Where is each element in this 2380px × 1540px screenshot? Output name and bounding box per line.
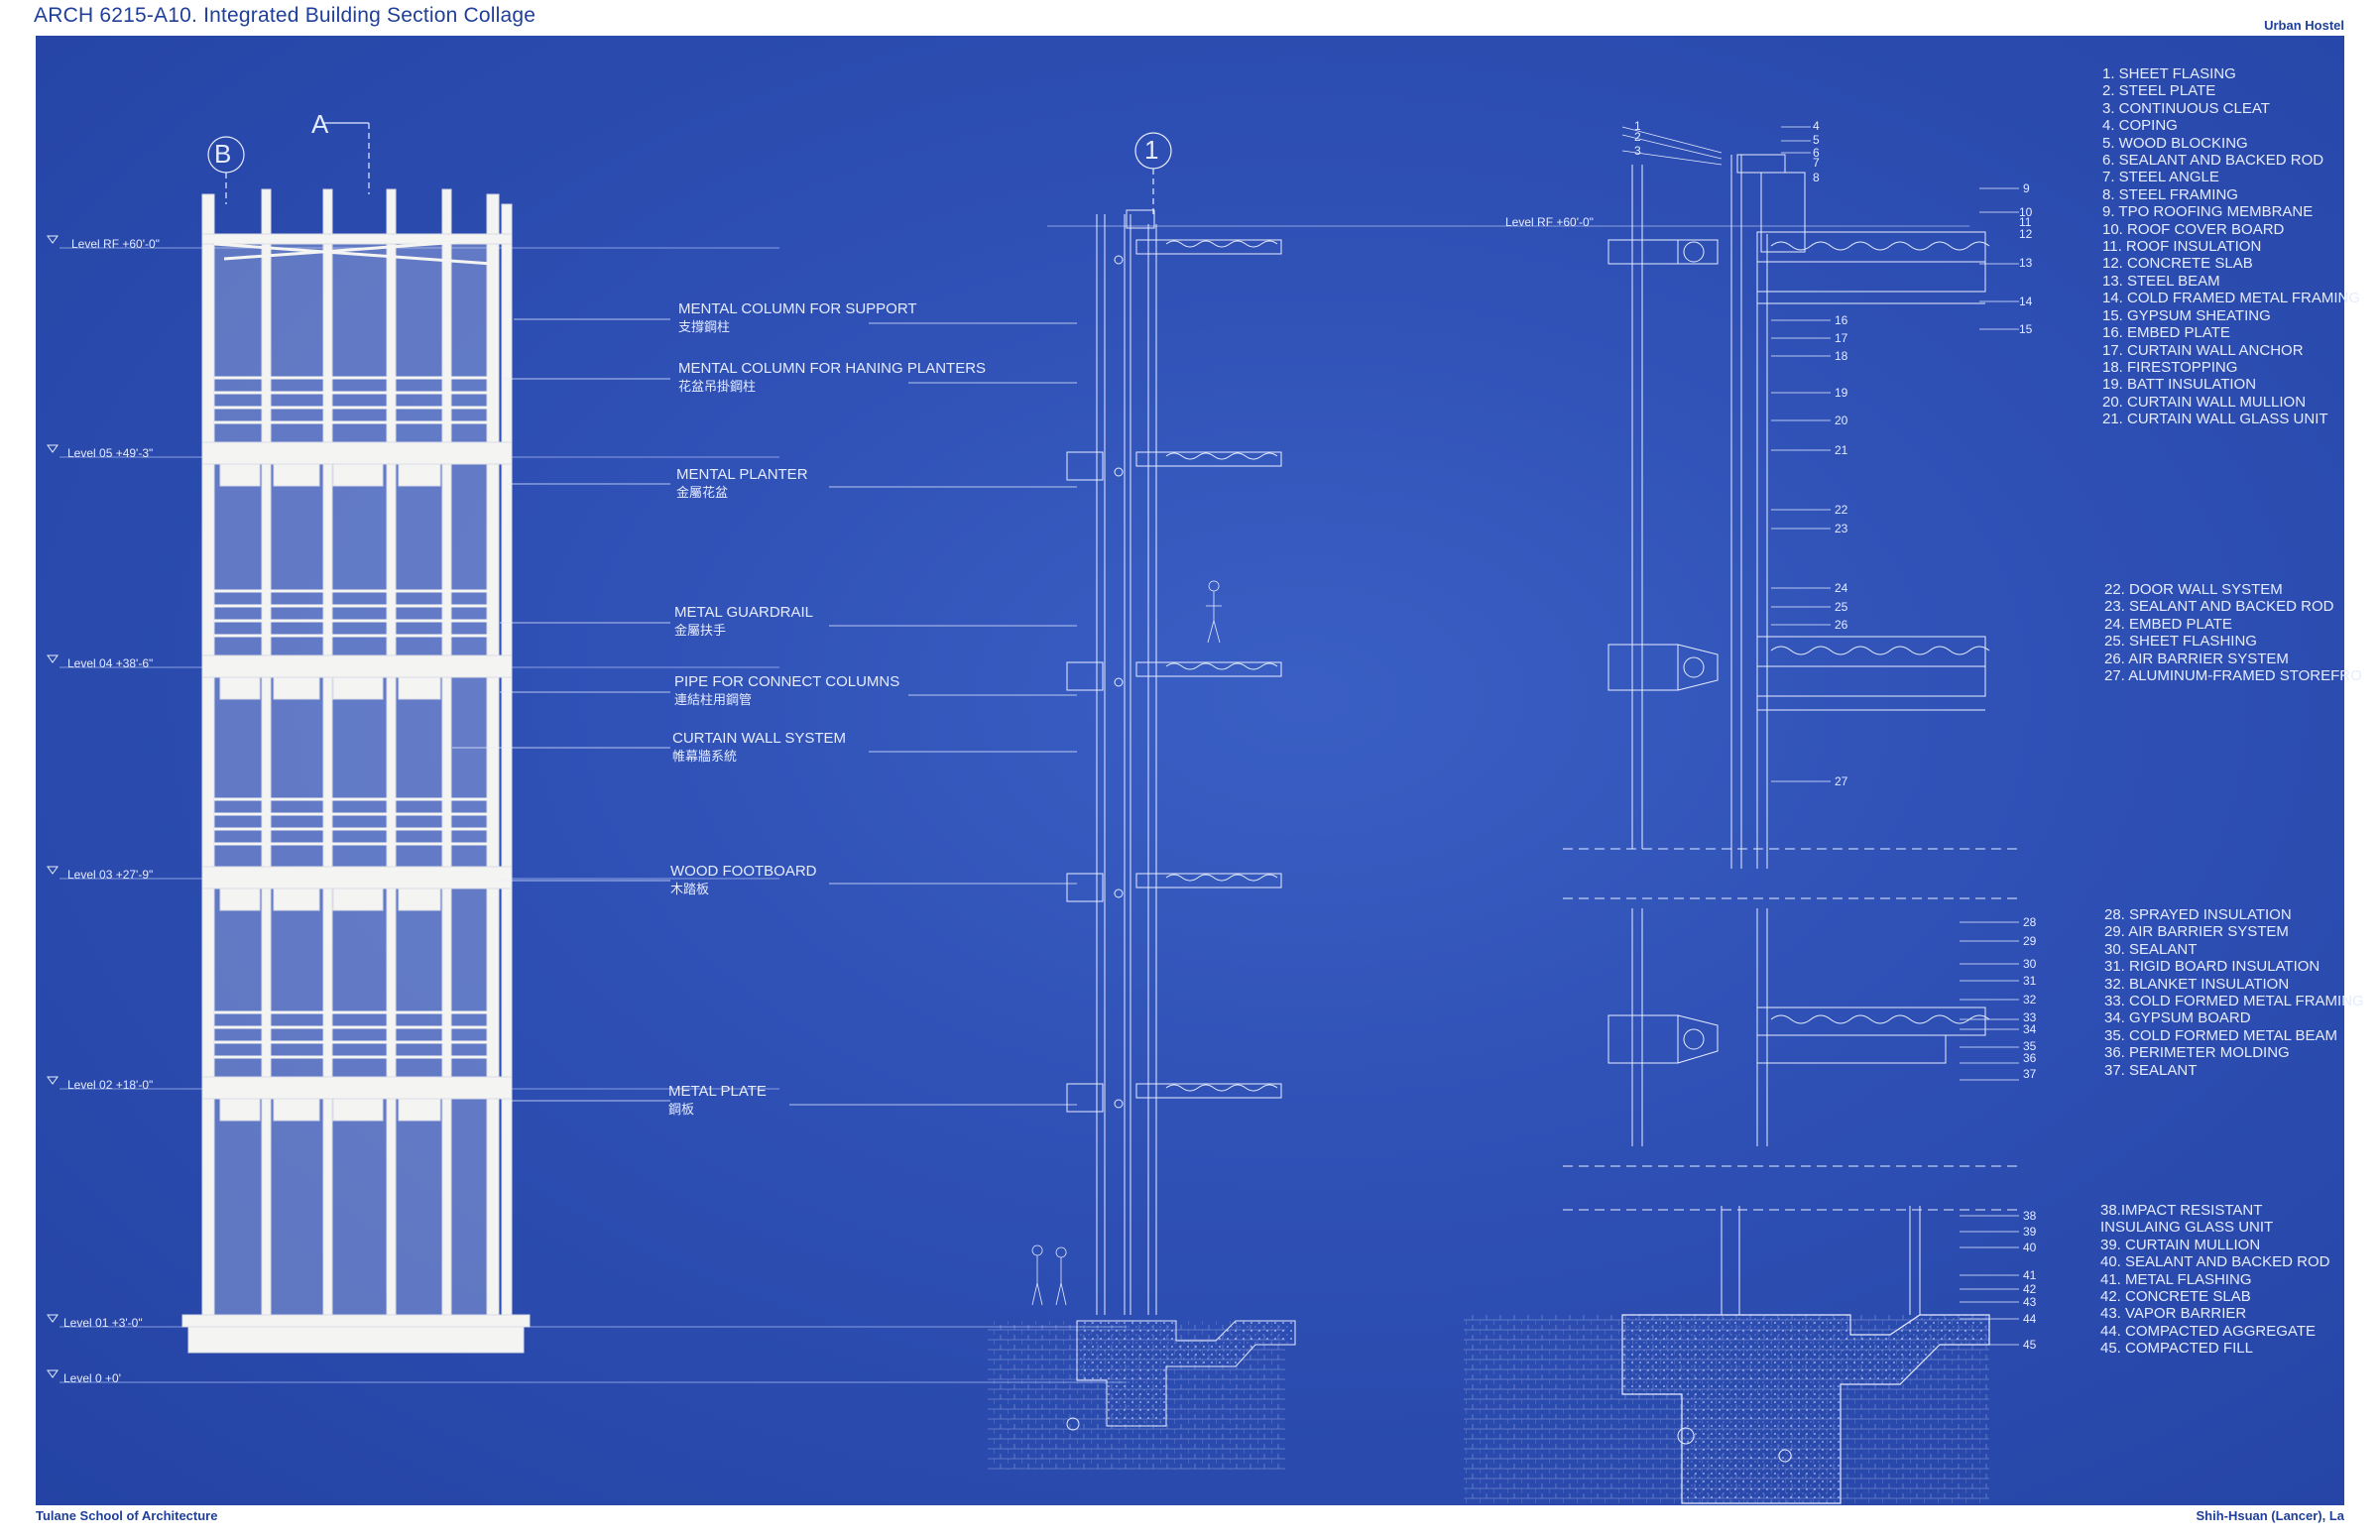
level-label-02: Level 02 +18'-0" — [67, 1078, 154, 1092]
detail-number-42: 42 — [2023, 1282, 2037, 1296]
detail-level-label: Level RF +60'-0" — [1505, 215, 1594, 229]
detail-number-4: 4 — [1813, 119, 1820, 133]
detail-number-7: 7 — [1813, 156, 1820, 170]
foundation-middle — [988, 1320, 1296, 1470]
grid-label-b: B — [214, 139, 232, 169]
author-name: Shih-Hsuan (Lancer), La — [2196, 1508, 2344, 1523]
level-label-04: Level 04 +38'-6" — [67, 656, 154, 670]
detail-number-33: 33 — [2023, 1010, 2037, 1024]
facade-model — [181, 188, 531, 1354]
detail-number-29: 29 — [2023, 934, 2037, 948]
detail-number-26: 26 — [1835, 618, 1848, 632]
detail-number-21: 21 — [1835, 443, 1848, 457]
model-guardrails — [213, 237, 503, 1059]
detail-number-22: 22 — [1835, 503, 1848, 517]
detail-number-35: 35 — [2023, 1039, 2037, 1053]
detail-number-34: 34 — [2023, 1022, 2037, 1036]
detail-number-19: 19 — [1835, 386, 1848, 400]
section-drawing — [47, 122, 2019, 1504]
callout-leaders — [452, 318, 1077, 1106]
detail-number-5: 5 — [1813, 133, 1820, 147]
detail-number-12: 12 — [2019, 227, 2033, 241]
detail-section — [1563, 126, 2019, 1346]
detail-number-1: 1 — [1634, 119, 1641, 133]
detail-number-23: 23 — [1835, 522, 1848, 535]
detail-number-27: 27 — [1835, 774, 1848, 788]
foundation-detail — [1464, 1314, 1990, 1504]
detail-number-3: 3 — [1634, 144, 1641, 158]
detail-number-30: 30 — [2023, 957, 2037, 971]
detail-number-45: 45 — [2023, 1338, 2037, 1352]
project-name: Urban Hostel — [2264, 18, 2344, 33]
detail-number-6: 6 — [1813, 146, 1820, 160]
detail-number-44: 44 — [2023, 1312, 2037, 1326]
detail-number-31: 31 — [2023, 974, 2037, 988]
detail-number-15: 15 — [2019, 322, 2033, 336]
detail-number-14: 14 — [2019, 295, 2033, 308]
detail-number-25: 25 — [1835, 600, 1848, 614]
detail-number-24: 24 — [1835, 581, 1848, 595]
level-markers — [47, 235, 59, 1378]
detail-number-11: 11 — [2019, 215, 2032, 229]
detail-number-13: 13 — [2019, 256, 2033, 270]
detail-number-39: 39 — [2023, 1225, 2037, 1239]
detail-number-10: 10 — [2019, 205, 2033, 219]
sheet-title: ARCH 6215-A10. Integrated Building Secti… — [34, 4, 536, 27]
grid-bubbles — [207, 122, 1172, 214]
level-label-05: Level 05 +49'-3" — [67, 446, 154, 460]
detail-number-32: 32 — [2023, 993, 2037, 1007]
grid-label-1: 1 — [1144, 135, 1159, 165]
level-label-rf: Level RF +60'-0" — [71, 237, 160, 251]
grid-label-a: A — [311, 109, 329, 139]
detail-number-37: 37 — [2023, 1067, 2037, 1081]
detail-number-16: 16 — [1835, 313, 1848, 327]
level-label-0: Level 0 +0' — [63, 1371, 122, 1385]
detail-number-43: 43 — [2023, 1295, 2037, 1309]
detail-number-18: 18 — [1835, 349, 1848, 363]
detail-number-20: 20 — [1835, 414, 1848, 427]
blueprint-sheet: B A 1 Level RF +60'-0" Level 05 +49'-3" … — [36, 36, 2364, 1505]
detail-number-36: 36 — [2023, 1051, 2037, 1065]
level-label-01: Level 01 +3'-0" — [63, 1316, 143, 1330]
detail-number-2: 2 — [1634, 130, 1641, 144]
detail-number-9: 9 — [2023, 181, 2030, 195]
detail-number-17: 17 — [1835, 331, 1848, 345]
wall-section — [1031, 209, 1282, 1315]
school-name: Tulane School of Architecture — [36, 1508, 218, 1523]
level-label-03: Level 03 +27'-9" — [67, 868, 154, 882]
detail-number-8: 8 — [1813, 171, 1820, 184]
detail-number-40: 40 — [2023, 1241, 2037, 1254]
detail-number-28: 28 — [2023, 915, 2037, 929]
detail-number-38: 38 — [2023, 1209, 2037, 1223]
detail-number-41: 41 — [2023, 1268, 2037, 1282]
